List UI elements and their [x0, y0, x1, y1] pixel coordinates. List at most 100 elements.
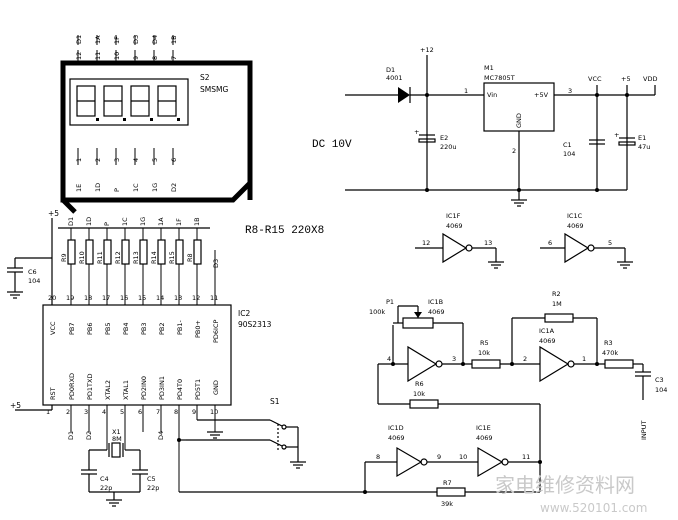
reg-pin-2: 2	[512, 147, 516, 155]
ic2-name-pb6: PB6	[86, 322, 94, 335]
ic2-name-pd4t0: PD4T0	[176, 379, 184, 400]
unused-gates: IC1F 4069 12 13 IC1C 4069 6 5	[415, 212, 633, 269]
ic1f-ref: IC1F	[446, 212, 461, 220]
s2-top-pin-2: 11	[94, 52, 102, 60]
ic2-name-pd3in1: PD3IN1	[158, 376, 166, 400]
ic1c-ref: IC1C	[567, 212, 583, 220]
ic1b-out-pin: 3	[452, 355, 456, 363]
ic1e-part: 4069	[476, 434, 493, 442]
s2-ref: S2	[200, 73, 210, 82]
d1-part: 4001	[386, 74, 403, 82]
r2-ref: R2	[552, 290, 561, 298]
r5-value: 10k	[478, 349, 490, 357]
ic1a-ref: IC1A	[539, 327, 555, 335]
s2-bottom-label-2: 1D	[94, 183, 102, 192]
s2-bottom-pin-6: 6	[170, 158, 178, 162]
svg-text:+: +	[614, 131, 619, 139]
net-label-1d: 1D	[85, 217, 93, 226]
s2-top-label-4: D3	[132, 35, 140, 44]
net-label-1b: 1B	[193, 217, 201, 226]
s2-bottom-pin-4: 4	[132, 158, 140, 162]
ic1a-part: 4069	[539, 337, 556, 345]
e1-value: 47u	[638, 143, 650, 151]
r7-ref: R7	[443, 479, 452, 487]
plus12-label: +12	[420, 46, 434, 54]
c4-ref: C4	[100, 475, 109, 483]
r10-ref: R10	[78, 251, 86, 264]
c3-ref: C3	[655, 376, 664, 384]
ic1e-ref: IC1E	[476, 424, 491, 432]
dc-input-label: DC 10V	[312, 139, 352, 151]
c5-value: 22p	[147, 484, 159, 492]
ic2-pin-18: 18	[84, 294, 92, 302]
ic2-pin-20: 20	[48, 294, 56, 302]
reg-gnd: GND	[515, 113, 523, 128]
reg-vin: Vin	[487, 91, 497, 99]
r6-ref: R6	[415, 380, 424, 388]
r9-ref: R9	[60, 253, 68, 262]
s2-bottom-pin-2: 2	[94, 158, 102, 162]
s2-bottom-label-4: 1C	[132, 183, 140, 192]
ic2-part: 90S2313	[238, 320, 272, 329]
c1-ref: C1	[563, 141, 572, 149]
net-label-d1: D1	[67, 217, 75, 226]
ic2-name-gnd: GND	[212, 380, 220, 395]
r13-ref: R13	[132, 251, 140, 264]
ic2-name-pd0rxd: PD0RXD	[68, 373, 76, 400]
input-label: INPUT	[640, 421, 648, 440]
seven-segment-display: 12 11 10 9 8 7 D1 1A 1F D3 D4 1B 1 2 3 4…	[60, 35, 253, 214]
p1-ref: P1	[386, 298, 394, 306]
ic2-name-pb4: PB4	[122, 322, 130, 335]
x1-ref: X1	[112, 428, 121, 436]
power-supply: D1 4001 +12 1 + E2 220u Vin +5V GND M1 M…	[312, 46, 657, 207]
s2-bottom-pin-5: 5	[151, 158, 159, 162]
d1-ref: D1	[386, 66, 395, 74]
watermark-url: www.520101.com	[540, 501, 647, 515]
ic1c-out-pin: 5	[608, 239, 612, 247]
c3-value: 104	[655, 386, 667, 394]
ic1b-ref: IC1B	[428, 298, 443, 306]
ic1d-part: 4069	[388, 434, 405, 442]
ic2-name-pd6icp: PD6ICP	[212, 319, 220, 343]
plus5-label-b: +5	[10, 401, 21, 410]
ic1b-part: 4069	[428, 308, 445, 316]
s2-bottom-pin-3: 3	[113, 158, 121, 162]
plus5-label-c: +5	[621, 75, 631, 83]
reg-part: MC7805T	[484, 74, 515, 82]
ic2-ref: IC2	[238, 309, 250, 318]
net-label-1f: 1F	[175, 218, 183, 226]
ic1c-part: 4069	[567, 222, 584, 230]
output-buffer: IC1D 4069 IC1E 4069 8 9 10 11 R7 39k	[177, 424, 542, 508]
resistor-array-label: R8-R15 220X8	[245, 225, 324, 237]
input-amplifier: IC1B 4069 4 3 P1 100k R5 10k IC1A 4069 2	[369, 290, 667, 462]
c1-value: 104	[563, 150, 575, 158]
r3-value: 470k	[602, 349, 618, 357]
ic2-pin-11: 11	[210, 294, 218, 302]
ic2-name-pd1txd: PD1TXD	[86, 374, 94, 401]
ic2-pin-17: 17	[102, 294, 110, 302]
s2-top-label-5: D4	[151, 35, 159, 44]
c6-ref: C6	[28, 268, 37, 276]
r15-ref: R15	[168, 251, 176, 264]
ic2-name-pb0: PB0+	[194, 320, 202, 338]
reg-pin-1: 1	[464, 87, 468, 95]
ic2-name-pd2in0: PD2IN0	[140, 376, 148, 400]
r14-ref: R14	[150, 251, 158, 264]
ic2-pin-14: 14	[156, 294, 164, 302]
mcu-ic2: IC2 90S2313 20 19 18 17 16 15 14 13 12 1…	[10, 294, 272, 492]
plus5-label-a: +5	[48, 209, 59, 218]
x1-value: 8M	[112, 435, 122, 443]
mcu-net-d2: D2	[85, 431, 93, 440]
ic2-name-xtal1: XTAL1	[122, 380, 130, 400]
r6-value: 10k	[413, 390, 425, 398]
net-label-1c: 1C	[121, 217, 129, 226]
ic2-pin-2: 2	[66, 408, 70, 416]
c5-ref: C5	[147, 475, 156, 483]
ic2-name-xtal2: XTAL2	[104, 380, 112, 400]
ic2-name-pd5t1: PD5T1	[194, 379, 202, 400]
ic1f-part: 4069	[446, 222, 463, 230]
ic2-name-pb7: PB7	[68, 322, 76, 335]
s2-top-pin-1: 12	[75, 52, 83, 60]
s2-name: SMSMG	[200, 85, 228, 94]
ic2-pin-6: 6	[138, 408, 142, 416]
